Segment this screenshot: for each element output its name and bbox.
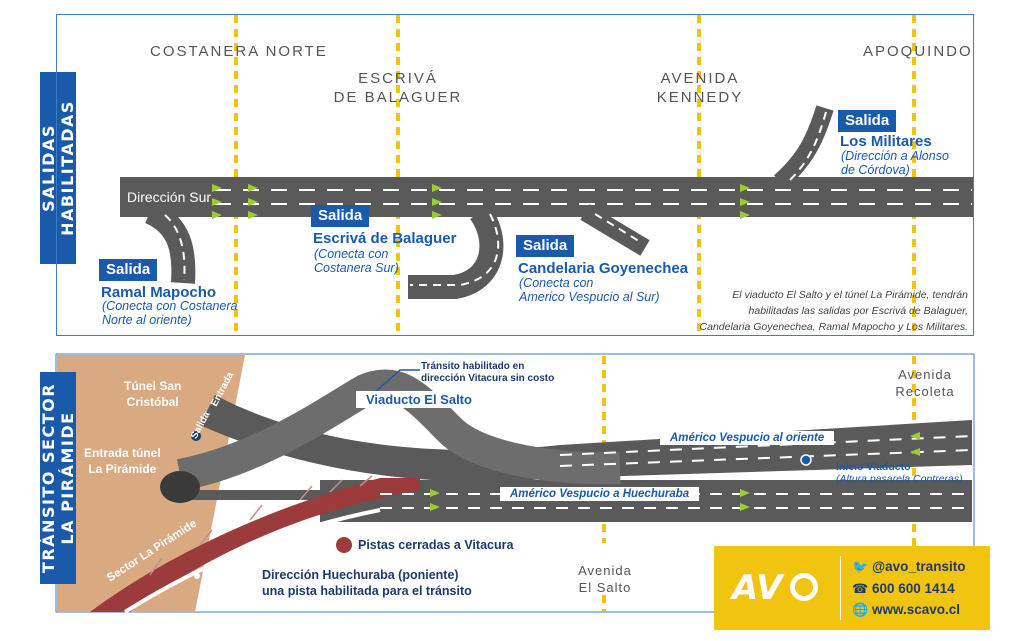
note-line: Norte al oriente): [102, 313, 192, 327]
phone-icon: ☎: [852, 581, 869, 596]
huechuraba-label: Dirección Huechuraba (poniente) una pist…: [262, 567, 472, 599]
street-escriva: ESCRIVÁ DE BALAGUER: [328, 69, 468, 107]
inicio-viaducto-label: Inicio Viaducto (Altura pasarela Contrer…: [836, 461, 963, 485]
website-link[interactable]: www.scavo.cl: [872, 602, 961, 617]
avo-logo-text: AV: [732, 568, 783, 608]
street-apoquindo: APOQUINDO: [863, 43, 973, 60]
sidebar-salidas-habilitadas: [40, 72, 76, 264]
exit-tag-militares: Salida: [838, 110, 897, 132]
main-highway: [120, 177, 973, 217]
street-line: El Salto: [578, 580, 632, 595]
label-line: dirección Vitacura sin costo: [421, 373, 555, 384]
exit-candelaria-name: Candelaria Goyenechea: [518, 260, 689, 277]
label-line: Cristóbal: [126, 395, 179, 409]
label-line: La Pirámide: [88, 462, 157, 476]
exit-mapocho-note: (Conecta con Costanera Norte al oriente): [102, 299, 238, 327]
sidebar-transito-piramide: [40, 372, 76, 584]
exit-tag-candelaria: Salida: [516, 235, 575, 257]
brand-divider: [840, 556, 841, 620]
ramp-escriva: [408, 205, 504, 299]
street-av-el-salto: Avenida El Salto: [565, 562, 645, 596]
viaducto-label: Viaducto El Salto: [356, 391, 482, 408]
twitter-icon: 🐦: [852, 559, 869, 574]
label-line: Dirección Huechuraba (poniente): [262, 568, 459, 582]
street-line: AVENIDA: [660, 70, 740, 87]
footnote-line: El viaducto El Salto y el túnel La Pirám…: [732, 289, 968, 301]
ramp-mapocho: [144, 200, 196, 284]
tunnel-marker: [191, 431, 201, 441]
street-line: DE BALAGUER: [333, 89, 463, 106]
street-av-recoleta: Avenida Recoleta: [885, 366, 965, 400]
label-line: una pista habilitada para el tránsito: [262, 584, 472, 598]
ramp-militares: [773, 105, 834, 189]
street-costanera-norte: COSTANERA NORTE: [150, 43, 328, 60]
footnote-line: habilitadas las salidas por Escrivá de B…: [748, 305, 968, 317]
closed-legend-swatch: [336, 537, 352, 553]
phone-number[interactable]: 600 600 1414: [872, 581, 955, 596]
exit-escriva-name: Escrivá de Balaguer: [313, 230, 457, 247]
tunel-san-cristobal-label: Túnel San Cristóbal: [124, 378, 181, 410]
twitter-handle[interactable]: @avo_transito: [872, 559, 966, 574]
note-line: Americo Vespucio al Sur): [519, 290, 660, 304]
label-line: Entrada túnel: [84, 446, 161, 460]
side-label-line: TRÁNSITO SECTOR: [39, 382, 58, 574]
globe-icon: 🌐: [852, 602, 869, 617]
label-line: Tránsito habilitado en: [421, 361, 525, 372]
exit-mapocho-name: Ramal Mapocho: [101, 284, 217, 301]
exit-tag-mapocho: Salida: [99, 259, 158, 281]
street-line: Recoleta: [895, 384, 955, 399]
exit-militares-note: (Dirección a Alonso de Córdova): [841, 149, 949, 177]
label-line: (Altura pasarela Contreras): [836, 473, 963, 485]
closed-lanes: [90, 478, 420, 612]
vespucio-huechuraba-label: Américo Vespucio a Huechuraba: [500, 487, 700, 501]
avo-logo-o-icon: [790, 573, 818, 601]
exit-candelaria-note: (Conecta con Americo Vespucio al Sur): [519, 276, 660, 304]
pistas-cerradas-label: Pistas cerradas a Vitacura: [358, 538, 514, 552]
cross-streets-top: [234, 15, 916, 333]
note-line: (Dirección a Alonso: [841, 149, 949, 163]
street-line: ESCRIVÁ: [358, 70, 438, 87]
side-label-transito: TRÁNSITO SECTOR LA PIRÁMIDE: [39, 372, 77, 584]
note-line: Costanera Sur): [314, 261, 399, 275]
street-kennedy: AVENIDA KENNEDY: [650, 69, 750, 107]
label-line: Inicio Viaducto: [836, 461, 911, 473]
note-line: (Conecta con: [519, 276, 594, 290]
transito-habilitado-label: Tránsito habilitado en dirección Vitacur…: [421, 361, 554, 385]
street-line: Avenida: [898, 367, 952, 382]
footnote: El viaducto El Salto y el túnel La Pirám…: [700, 287, 968, 335]
side-label-line: LA PIRÁMIDE: [58, 411, 77, 545]
note-line: de Córdova): [841, 163, 910, 177]
ramp-candelaria: [580, 204, 650, 256]
entrada-tunel-label: Entrada túnel La Pirámide: [84, 445, 161, 477]
lane-lines-top: [215, 189, 972, 205]
exit-tag-escriva: Salida: [311, 205, 370, 227]
exit-militares-name: Los Militares: [840, 133, 932, 150]
note-line: (Conecta con Costanera: [102, 299, 238, 313]
street-line: KENNEDY: [656, 89, 744, 106]
label-line: Túnel San: [124, 379, 182, 393]
lane-lines-bottom: [380, 435, 973, 509]
street-line: Avenida: [578, 563, 632, 578]
road-vespucio-oriente: [200, 395, 972, 482]
tunnel-entrance: [160, 471, 200, 503]
note-line: (Conecta con: [314, 247, 389, 261]
exit-escriva-note: (Conecta con Costanera Sur): [314, 247, 399, 275]
direction-label: Dirección Sur: [127, 189, 212, 205]
arrows-top: [212, 184, 750, 219]
vespucio-oriente-label: Américo Vespucio al oriente: [660, 431, 835, 445]
avo-logo: AV: [732, 566, 822, 610]
huechuraba-lane: [123, 508, 381, 614]
top-panel: [56, 14, 974, 336]
footnote-line: Candelaria Goyenechea, Ramal Mapocho y L…: [699, 321, 968, 333]
inicio-viaducto-marker: [800, 454, 812, 466]
brand-block: [714, 546, 990, 630]
